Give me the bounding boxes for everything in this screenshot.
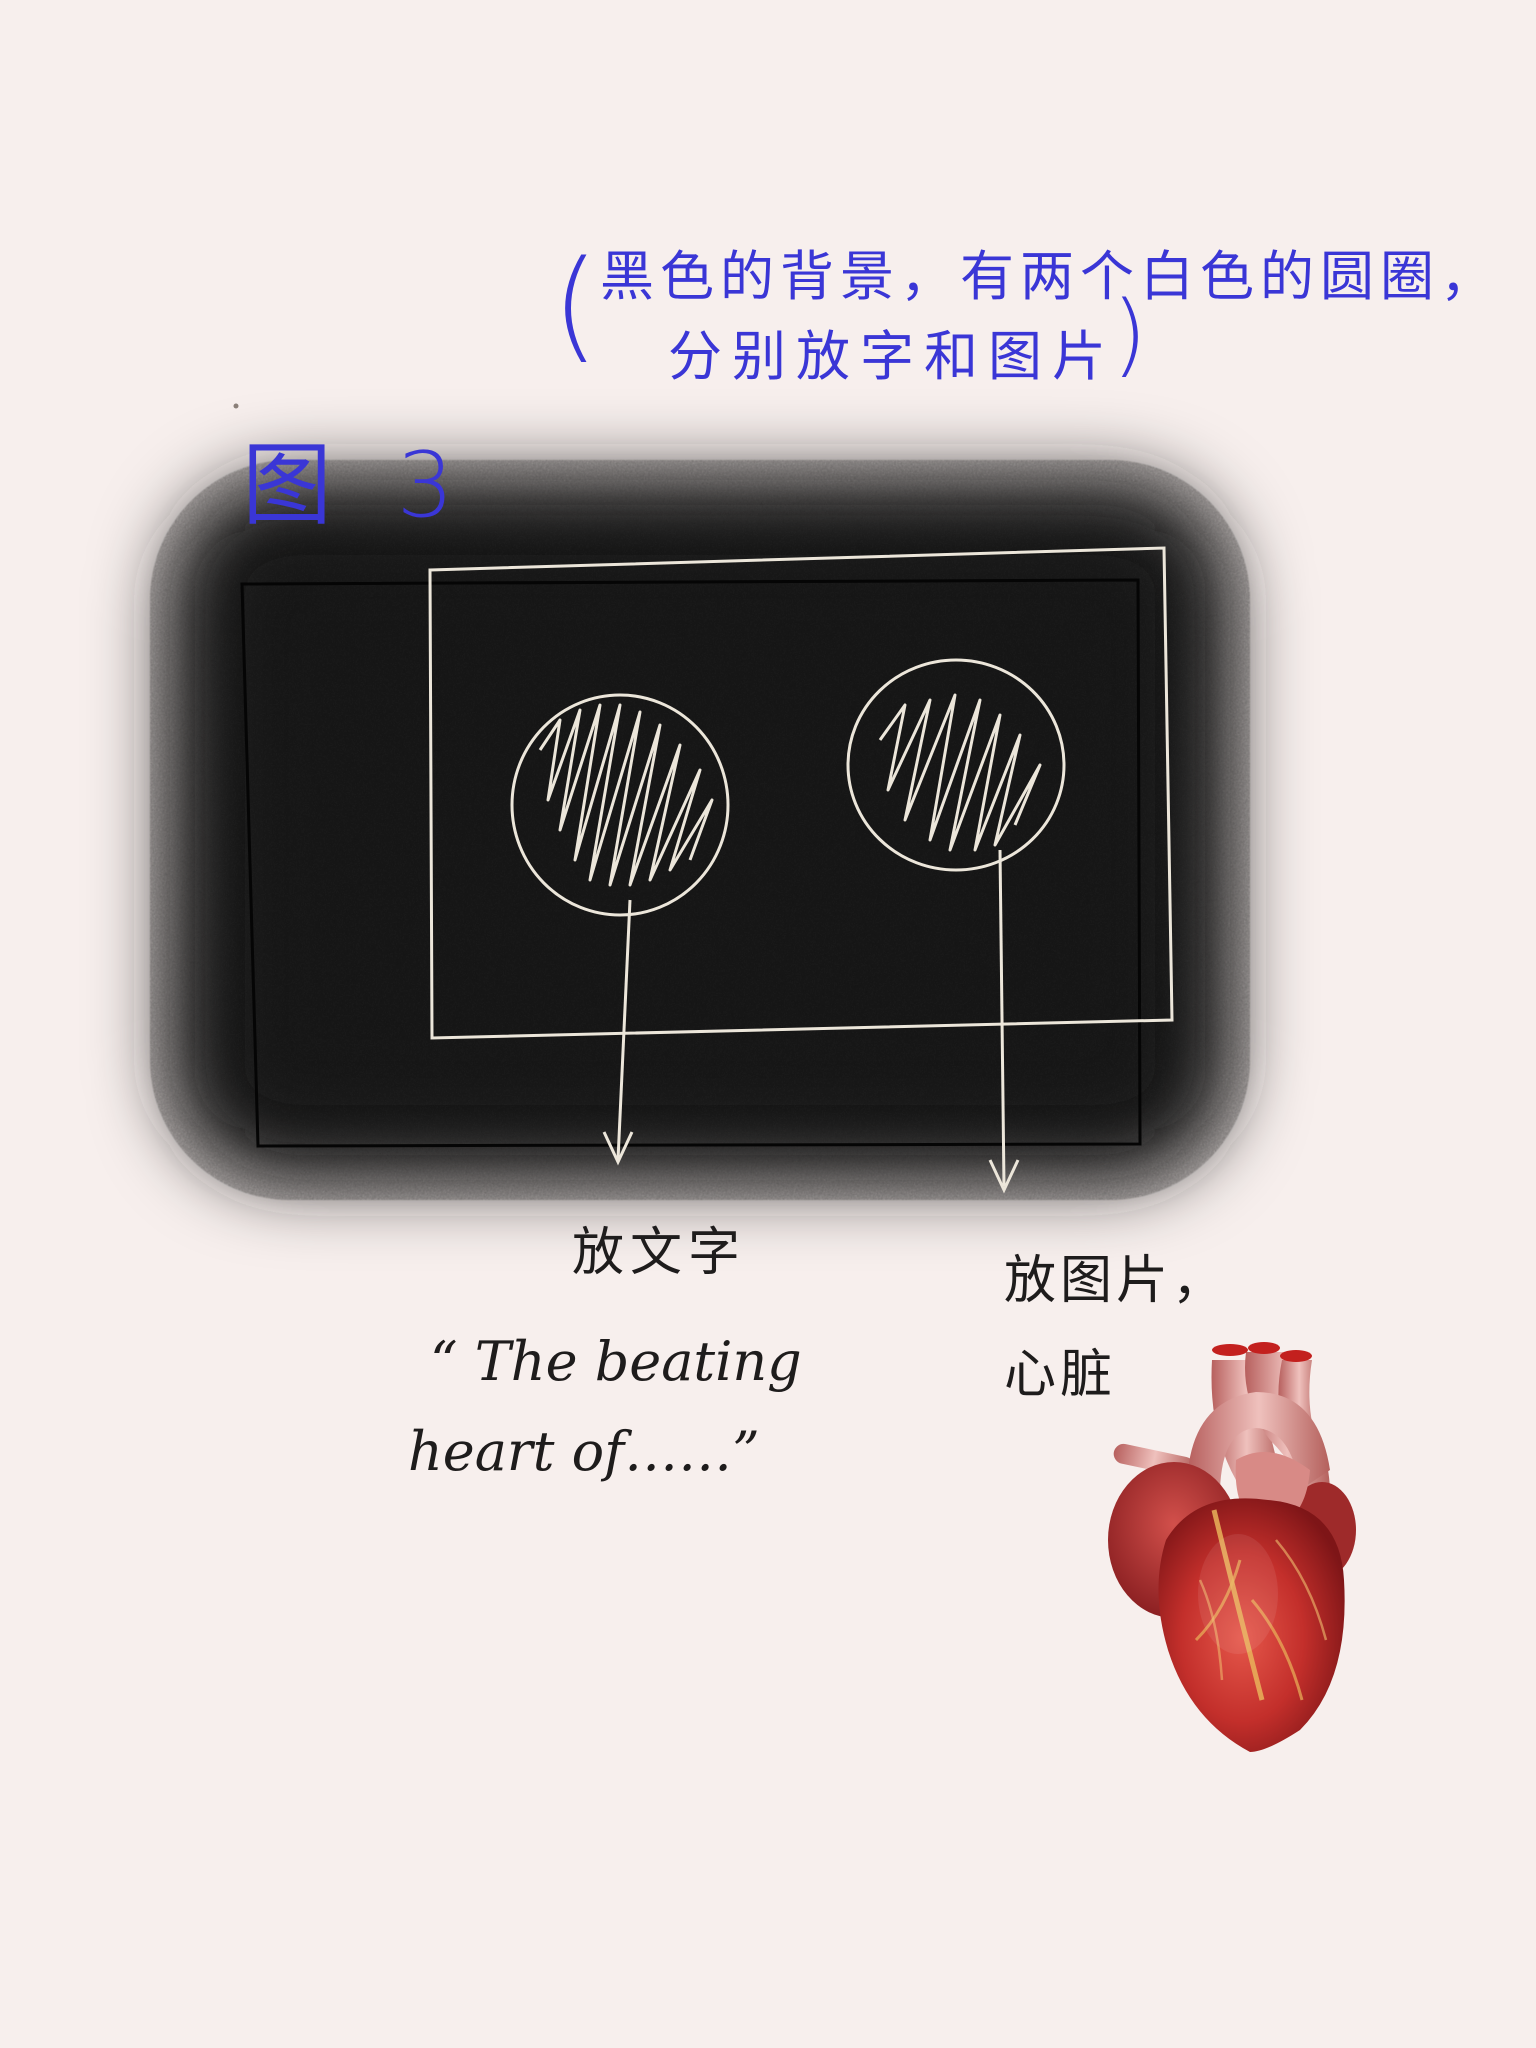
outer-frame: [240, 578, 1142, 1148]
charcoal-background: [150, 460, 1250, 1200]
figure-label: 图 3: [242, 433, 472, 538]
text-circle: [510, 693, 730, 917]
pencil-dot: [233, 403, 239, 409]
text-slot-label: 放文字: [572, 1223, 747, 1283]
image-slot-label: 放图片，: [1004, 1251, 1229, 1311]
arrow-to-text-label: [602, 899, 634, 1166]
note-close-paren: ): [1112, 282, 1148, 387]
inner-frame: [428, 546, 1174, 1040]
image-circle: [846, 658, 1066, 872]
quote-line-2: heart of……”: [408, 1420, 760, 1483]
quote-line-1: “ The beating: [430, 1330, 802, 1393]
image-slot-sublabel: 心脏: [1004, 1345, 1117, 1405]
note-line-2: 分别放字和图片: [668, 325, 1116, 388]
note-open-paren: (: [552, 236, 599, 375]
arrow-to-image-label: [988, 849, 1020, 1194]
heart-illustration: [1108, 1342, 1356, 1752]
note-line-1: 黑色的背景，有两个白色的圆圈，: [600, 245, 1500, 308]
